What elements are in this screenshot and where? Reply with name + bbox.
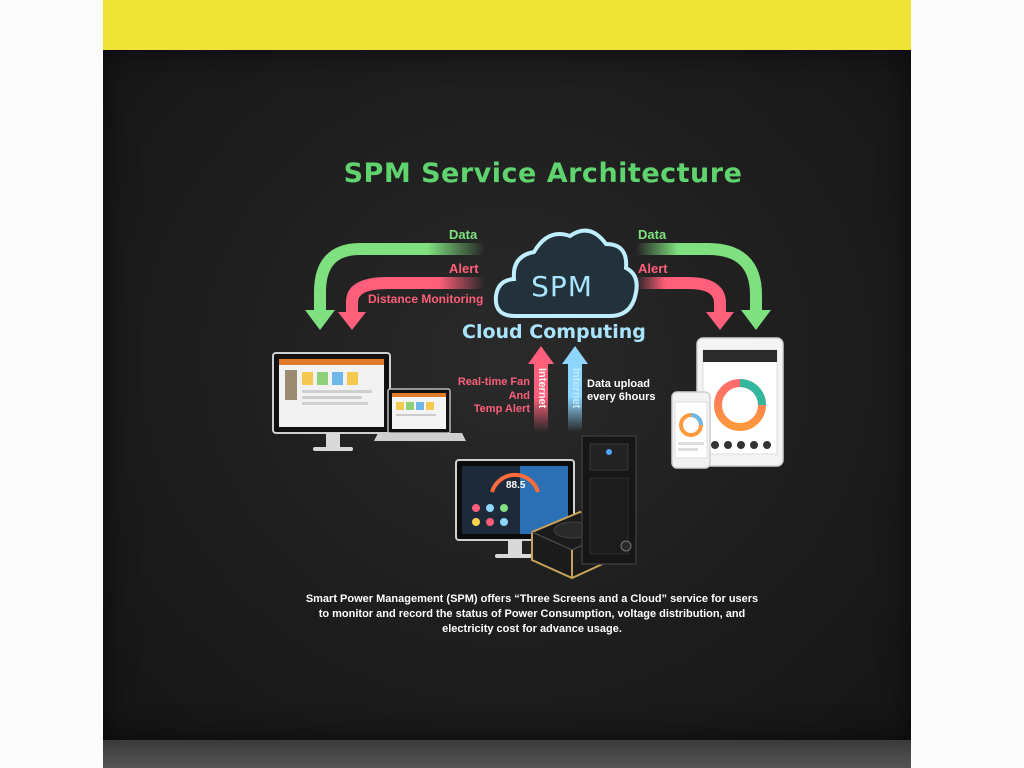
realtime-line2: And xyxy=(508,390,530,402)
internet-upload-arrow xyxy=(562,346,588,432)
phone-device xyxy=(671,391,711,469)
right-data-arrow xyxy=(636,243,771,330)
left-data-label: Data xyxy=(449,227,478,242)
right-data-label: Data xyxy=(638,227,667,242)
realtime-line3: Temp Alert xyxy=(473,403,530,415)
left-alert-label: Alert xyxy=(449,261,479,276)
internet-alert-arrow xyxy=(528,346,554,432)
right-alert-arrow xyxy=(636,277,734,330)
monitor-gauge-value: 88.5 xyxy=(506,480,526,491)
desktop-monitor-device xyxy=(272,352,391,451)
bottom-strip xyxy=(103,740,911,768)
distance-monitoring-label: Distance Monitoring xyxy=(368,292,484,306)
description-line-1: Smart Power Management (SPM) offers “Thr… xyxy=(305,593,759,605)
upload-line2: every 6hours xyxy=(587,391,656,403)
right-alert-label: Alert xyxy=(638,261,668,276)
pc-tower-device xyxy=(581,435,637,565)
laptop-device xyxy=(374,388,466,441)
left-alert-arrow xyxy=(338,277,485,330)
description-line-3: electricity cost for advance usage. xyxy=(442,623,622,635)
cloud-spm-label: SPM xyxy=(531,270,593,303)
diagram-title: SPM Service Architecture xyxy=(343,158,743,189)
upload-line1: Data upload xyxy=(587,378,650,390)
left-data-arrow xyxy=(305,243,485,330)
realtime-line1: Real-time Fan xyxy=(457,376,530,388)
description-text: Smart Power Management (SPM) offers “Thr… xyxy=(262,592,802,637)
description-line-2: to monitor and record the status of Powe… xyxy=(318,608,746,620)
cloud-icon xyxy=(493,228,639,318)
cloud-computing-caption: Cloud Computing xyxy=(462,321,646,343)
internet-vertical-left: Internet xyxy=(536,368,548,409)
internet-vertical-right: Internet xyxy=(570,368,582,409)
tablet-device xyxy=(696,337,784,467)
